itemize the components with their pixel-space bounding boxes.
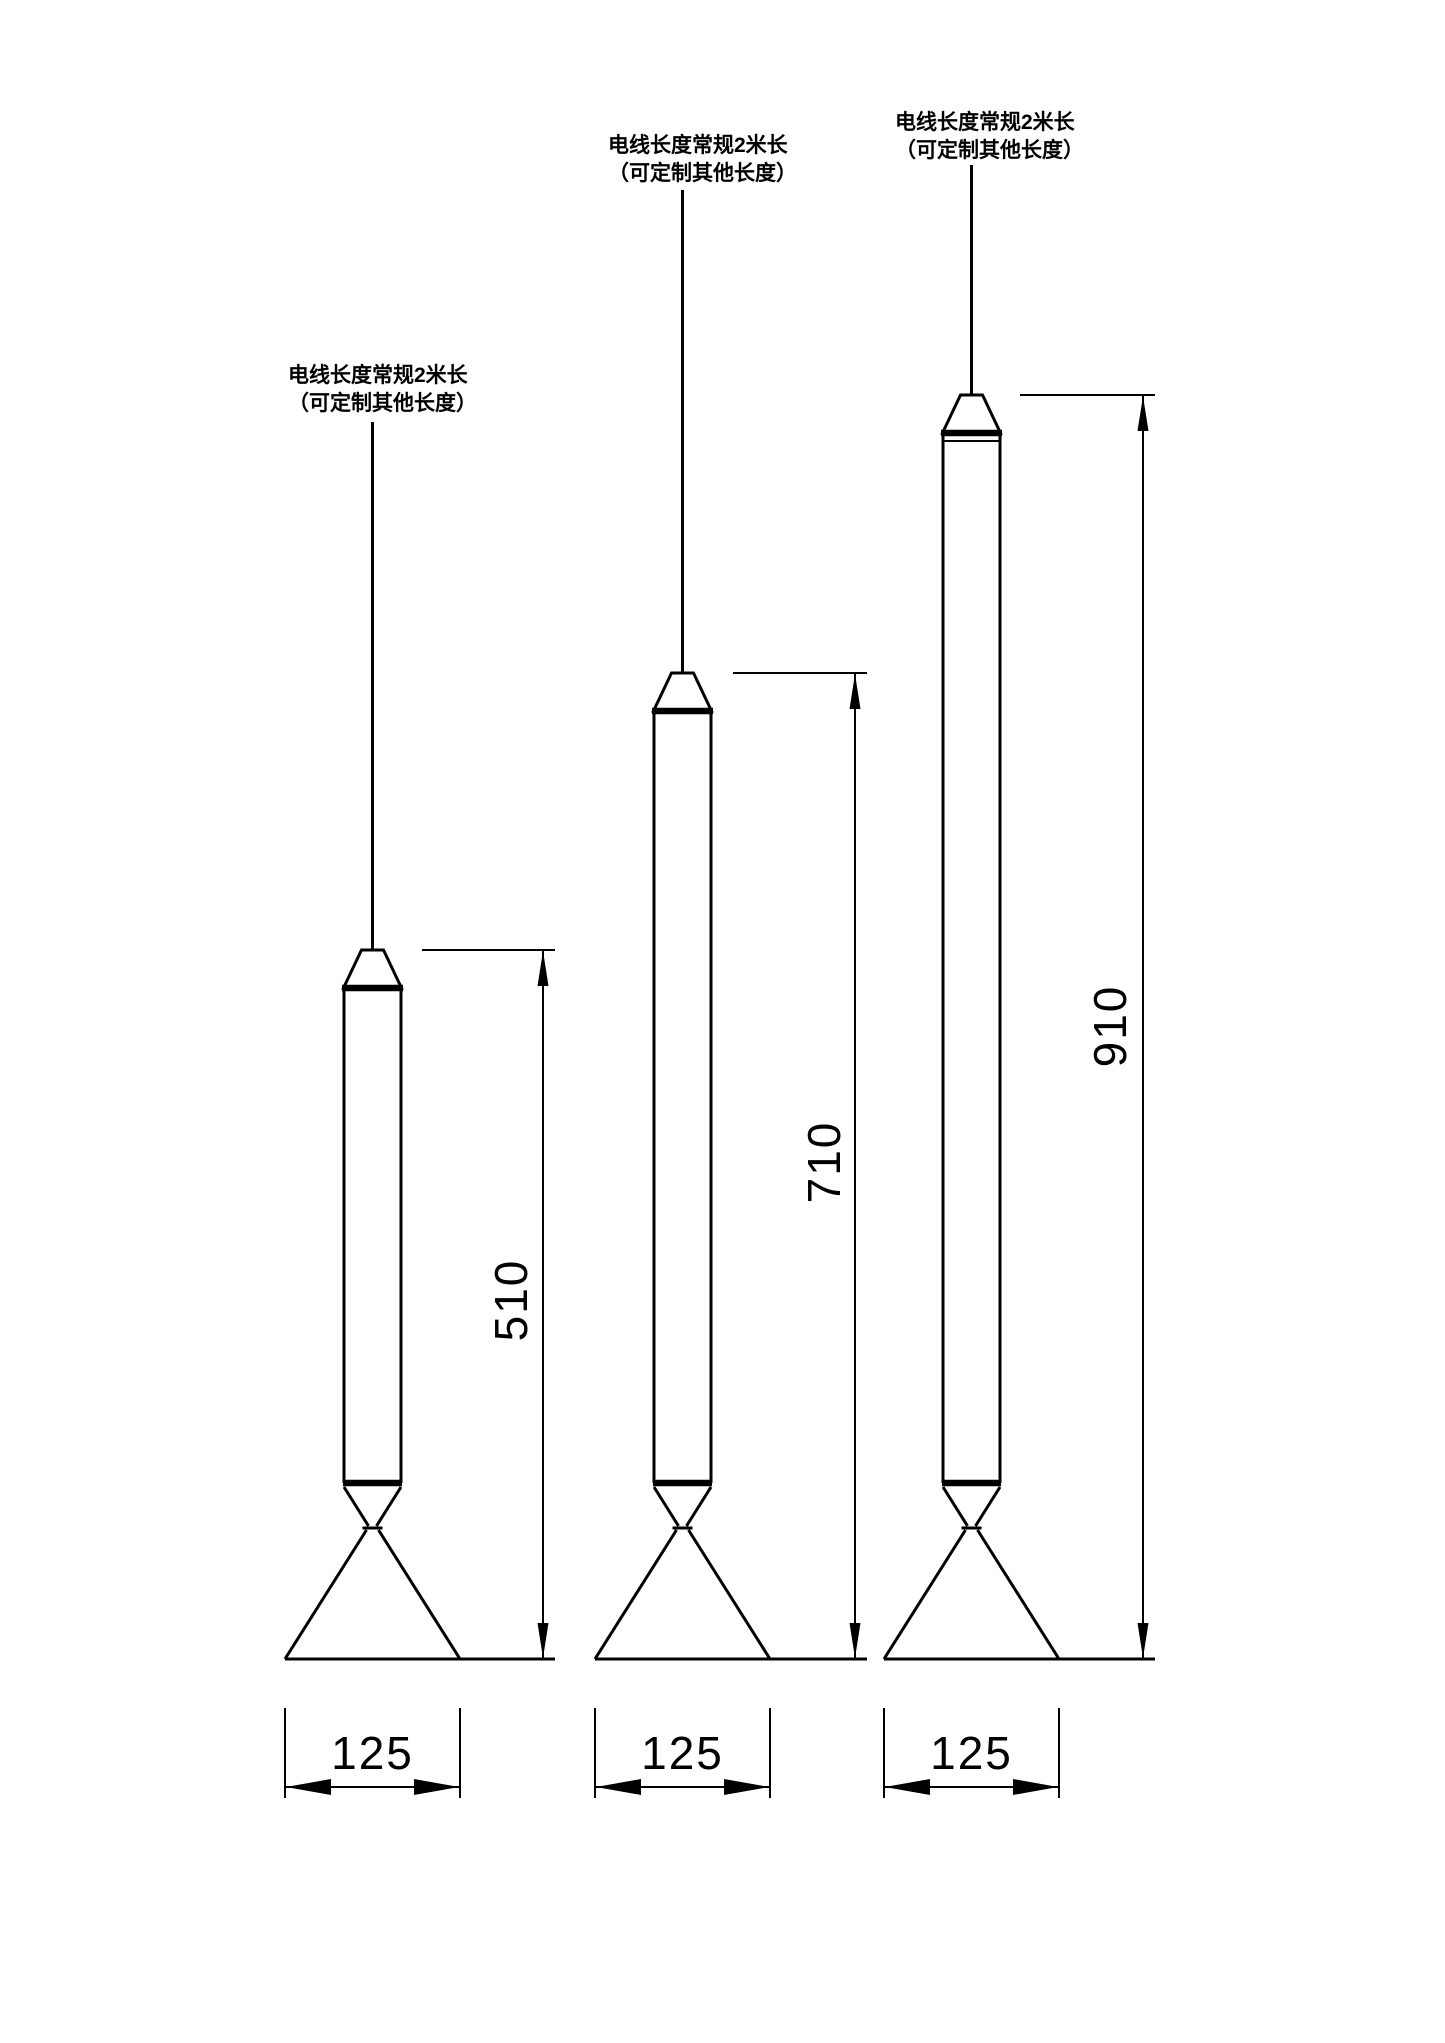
- arrow-up-icon: [849, 674, 861, 709]
- wire-note-line2: （可定制其他长度）: [608, 161, 797, 185]
- wire-note-line1: 电线长度常规2米长: [608, 133, 789, 157]
- width-value: 125: [930, 1727, 1013, 1779]
- pendant-lamp-910: 电线长度常规2米长 （可定制其他长度） 910 125: [882, 110, 1155, 1798]
- canopy-cone: [341, 948, 404, 990]
- wire-note-line1: 电线长度常规2米长: [895, 110, 1076, 134]
- wire-note-line2: （可定制其他长度）: [895, 138, 1084, 162]
- width-value: 125: [641, 1727, 724, 1779]
- height-value: 910: [1084, 985, 1136, 1068]
- arrow-up-icon: [1137, 396, 1149, 431]
- shade-cone: [593, 1529, 772, 1660]
- shade-cone: [882, 1529, 1061, 1660]
- arrow-right-icon: [724, 1779, 769, 1795]
- wire-note-line2: （可定制其他长度）: [288, 391, 477, 415]
- arrow-right-icon: [414, 1779, 459, 1795]
- arrow-up-icon: [537, 951, 549, 986]
- arrow-left-icon: [596, 1779, 641, 1795]
- neck-taper: [342, 1486, 403, 1527]
- canopy-cone: [940, 393, 1003, 435]
- wire-note-line1: 电线长度常规2米长: [288, 363, 469, 387]
- neck-taper: [652, 1486, 713, 1527]
- width-dimension-125-a: 125: [284, 1708, 461, 1798]
- pendant-lamp-710: 电线长度常规2米长 （可定制其他长度） 710 125: [593, 133, 867, 1798]
- height-dimension-910: 910: [1020, 394, 1155, 1659]
- arrow-right-icon: [1013, 1779, 1058, 1795]
- height-dimension-710: 710: [733, 672, 867, 1659]
- arrow-down-icon: [849, 1623, 861, 1658]
- width-dimension-125-b: 125: [594, 1708, 771, 1798]
- shade-cone: [283, 1529, 462, 1660]
- canopy-cone: [651, 671, 714, 713]
- width-value: 125: [331, 1727, 414, 1779]
- arrow-left-icon: [286, 1779, 331, 1795]
- arrow-down-icon: [537, 1623, 549, 1658]
- height-value: 710: [798, 1121, 850, 1204]
- neck-taper: [941, 1486, 1002, 1527]
- pendant-lamp-510: 电线长度常规2米长 （可定制其他长度） 510 125: [283, 363, 555, 1798]
- arrow-left-icon: [885, 1779, 930, 1795]
- height-dimension-510: 510: [422, 949, 555, 1659]
- height-value: 510: [485, 1259, 537, 1342]
- arrow-down-icon: [1137, 1623, 1149, 1658]
- width-dimension-125-c: 125: [883, 1708, 1060, 1798]
